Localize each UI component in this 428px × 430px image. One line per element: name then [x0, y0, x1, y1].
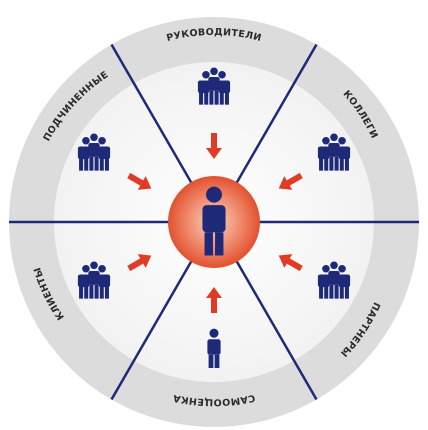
segment-label-bottom: САМООЦЕНКА — [172, 392, 256, 408]
